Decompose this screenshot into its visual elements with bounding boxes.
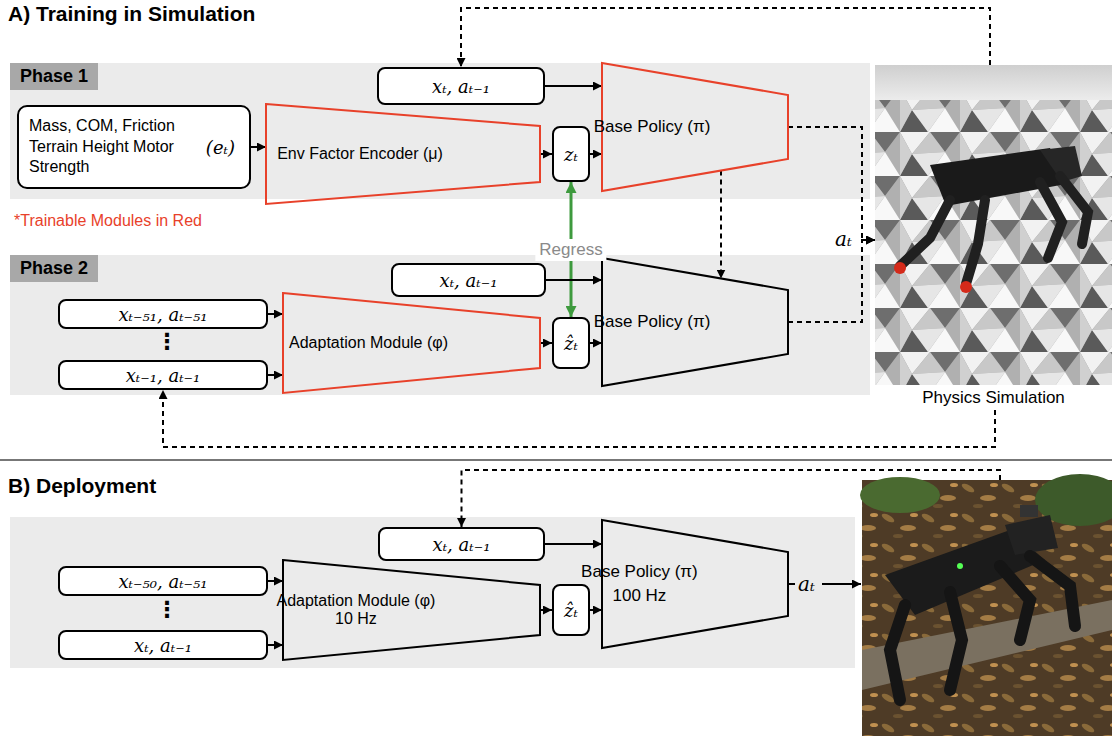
dashed-connector bbox=[788, 127, 875, 240]
section-heading: A) Training in Simulation bbox=[8, 2, 255, 26]
connector bbox=[590, 342, 602, 344]
node-text: Physics Simulation bbox=[922, 388, 1065, 408]
separator bbox=[0, 459, 1112, 461]
node-text: Env Factor Encoder (μ) bbox=[277, 145, 443, 163]
connector bbox=[251, 146, 266, 148]
connector bbox=[546, 279, 602, 281]
node-text: Base Policy (π) bbox=[581, 560, 698, 584]
connector bbox=[590, 153, 602, 155]
node-text: Base Policy (π) bbox=[594, 115, 711, 139]
policy-trapezoid: Base Policy (π) bbox=[602, 258, 788, 386]
connector bbox=[540, 153, 552, 155]
dashed-connector bbox=[720, 171, 722, 279]
phase-panel-bg bbox=[10, 63, 870, 199]
node-text: Phase 2 bbox=[10, 255, 98, 282]
node-text: xₜ₋₅₀, aₜ₋₅₁ bbox=[118, 571, 207, 592]
connector bbox=[590, 609, 602, 611]
node-text: Adaptation Module (φ) bbox=[276, 592, 435, 610]
node-text: 100 Hz bbox=[612, 584, 666, 608]
output-line bbox=[788, 583, 795, 585]
history-box: xₜ₋₅₁, aₜ₋₅₁ bbox=[58, 299, 268, 329]
action-label: aₜ bbox=[835, 227, 852, 251]
connector bbox=[268, 644, 283, 646]
node-text: xₜ, aₜ₋₁ bbox=[134, 635, 192, 656]
node-text: Mass, COM, Friction Terrain Height Motor… bbox=[29, 116, 175, 178]
section-heading: B) Deployment bbox=[8, 474, 156, 498]
encoder-trapezoid: Env Factor Encoder (μ) bbox=[266, 104, 540, 204]
policy-trapezoid: Base Policy (π) bbox=[602, 63, 788, 191]
node-text: Base Policy (π) bbox=[594, 310, 711, 334]
robot-photo bbox=[860, 474, 1112, 736]
phase-panel: Phase 1 Mass, COM, Friction Terrain Heigh… bbox=[10, 63, 870, 199]
ellipsis: ⋮ bbox=[156, 597, 178, 623]
node-text: 10 Hz bbox=[335, 610, 377, 628]
feedback-line bbox=[462, 470, 1001, 527]
trapezoid-shape bbox=[283, 560, 540, 660]
state-box: xₜ, aₜ₋₁ bbox=[391, 263, 546, 297]
policy-trapezoid: Base Policy (π)100 Hz bbox=[602, 520, 788, 648]
state-box: xₜ, aₜ₋₁ bbox=[377, 67, 545, 105]
node-text: xₜ, aₜ₋₁ bbox=[432, 76, 490, 97]
node-text: (eₜ) bbox=[206, 137, 235, 158]
adaptation-trapezoid: Adaptation Module (φ)10 Hz bbox=[283, 560, 540, 660]
trapezoid-outline bbox=[602, 520, 788, 648]
connector bbox=[545, 543, 602, 545]
phase-panel-bg bbox=[10, 255, 870, 395]
trapezoid-shape bbox=[602, 520, 788, 648]
edge-label: Regress bbox=[535, 239, 606, 261]
latent-box: ẑₜ bbox=[552, 317, 590, 369]
connector bbox=[268, 580, 283, 582]
connector bbox=[540, 342, 552, 344]
node-text: xₜ₋₅₁, aₜ₋₅₁ bbox=[118, 304, 207, 325]
node-text: ẑₜ bbox=[564, 333, 578, 354]
phase-panel: Phase 2 xₜ₋₅₁, aₜ₋₅₁ xₜ₋₁, aₜ₋₁ Adaptation … bbox=[10, 255, 870, 395]
node-text: zₜ bbox=[564, 144, 578, 165]
output-arrow bbox=[822, 583, 861, 585]
connector bbox=[545, 85, 602, 87]
node-text: ẑₜ bbox=[564, 600, 578, 621]
env-factor-box: Mass, COM, Friction Terrain Height Motor… bbox=[17, 105, 251, 189]
dashed-connector bbox=[461, 8, 990, 67]
trapezoid-outline bbox=[283, 560, 540, 660]
node-text: xₜ, aₜ₋₁ bbox=[440, 270, 498, 291]
node-text: xₜ₋₁, aₜ₋₁ bbox=[126, 365, 201, 386]
adaptation-trapezoid: Adaptation Module (φ) bbox=[283, 293, 540, 393]
simulation-picture: Physics Simulation bbox=[875, 65, 1112, 410]
trapezoid-shape bbox=[266, 104, 540, 204]
simulation-illustration bbox=[875, 65, 1112, 385]
dashed-connector bbox=[788, 240, 875, 322]
connector bbox=[540, 609, 552, 611]
dashed-connector bbox=[163, 390, 995, 447]
latent-box: ẑₜ bbox=[552, 584, 590, 636]
state-box: xₜ, aₜ₋₁ bbox=[378, 527, 545, 561]
history-box: xₜ, aₜ₋₁ bbox=[58, 630, 268, 660]
trapezoid-shape bbox=[283, 293, 540, 393]
note: *Trainable Modules in Red bbox=[14, 212, 202, 230]
node-text: xₜ, aₜ₋₁ bbox=[433, 534, 491, 555]
node-text: Adaptation Module (φ) bbox=[289, 334, 448, 352]
history-box: xₜ₋₅₀, aₜ₋₅₁ bbox=[58, 566, 268, 596]
latent-box: zₜ bbox=[552, 126, 590, 182]
action-label: aₜ bbox=[798, 572, 815, 596]
connector bbox=[268, 374, 283, 376]
node-text: Phase 1 bbox=[10, 63, 98, 90]
deployment-panel bbox=[10, 517, 855, 668]
history-box: xₜ₋₁, aₜ₋₁ bbox=[58, 360, 268, 390]
ellipsis: ⋮ bbox=[156, 329, 178, 355]
connector bbox=[268, 313, 283, 315]
